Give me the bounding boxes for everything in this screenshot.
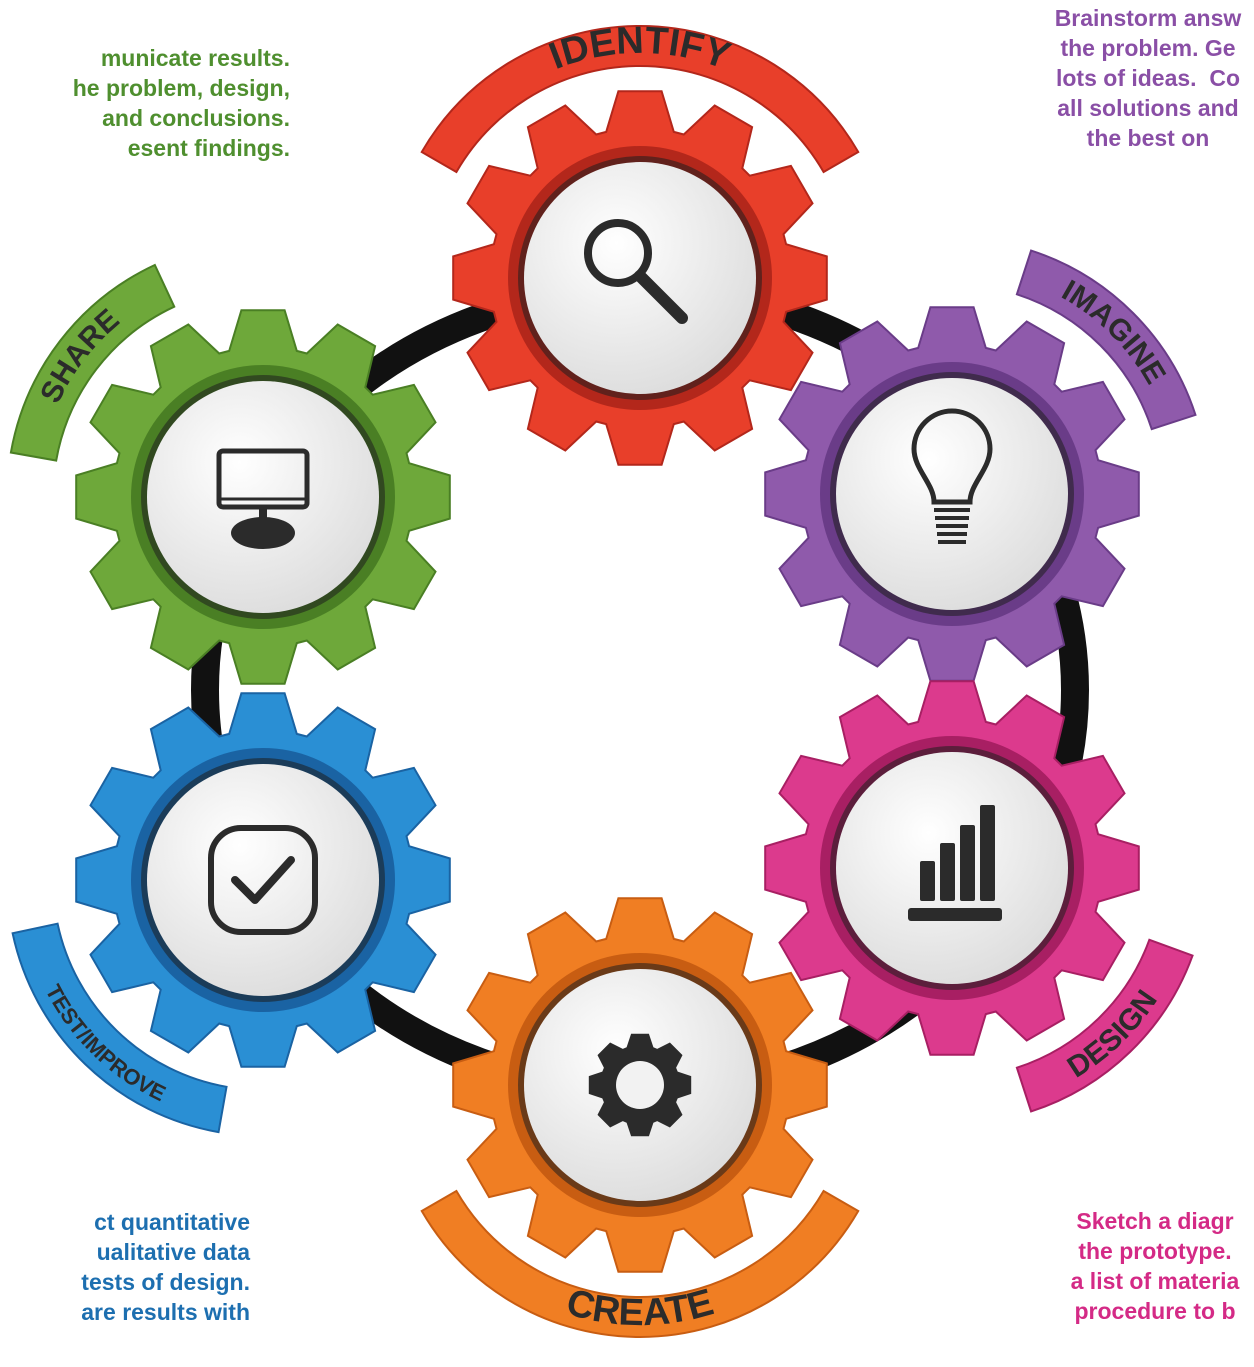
design-description: Sketch a diagr the prototype. a list of …	[1070, 1208, 1240, 1324]
gear-share	[75, 309, 451, 685]
label-create: CREATE	[562, 1281, 718, 1334]
test-description: ct quantitative ualitative data tests of…	[81, 1209, 250, 1325]
imagine-description: Brainstorm answ the problem. Ge lots of …	[1054, 5, 1242, 151]
checkbox-icon	[208, 825, 318, 935]
gear-create	[452, 897, 828, 1273]
bar-chart-icon	[908, 805, 1002, 921]
magnifier-icon	[584, 219, 688, 324]
gear-test	[75, 692, 451, 1068]
banner-identify: IDENTIFY	[420, 20, 860, 174]
share-description: municate results. he problem, design, an…	[72, 45, 290, 161]
monitor-icon	[216, 448, 310, 549]
label-identify: IDENTIFY	[544, 20, 736, 78]
gear-design	[764, 680, 1140, 1056]
gear-identify	[452, 90, 828, 466]
label-test: TEST/IMPROVE	[41, 980, 170, 1106]
label-imagine: IMAGINE	[1056, 274, 1172, 390]
gear-imagine	[764, 306, 1140, 682]
lightbulb-icon	[911, 408, 993, 544]
gear-icon	[588, 1033, 692, 1137]
label-design: DESIGN	[1062, 984, 1164, 1084]
